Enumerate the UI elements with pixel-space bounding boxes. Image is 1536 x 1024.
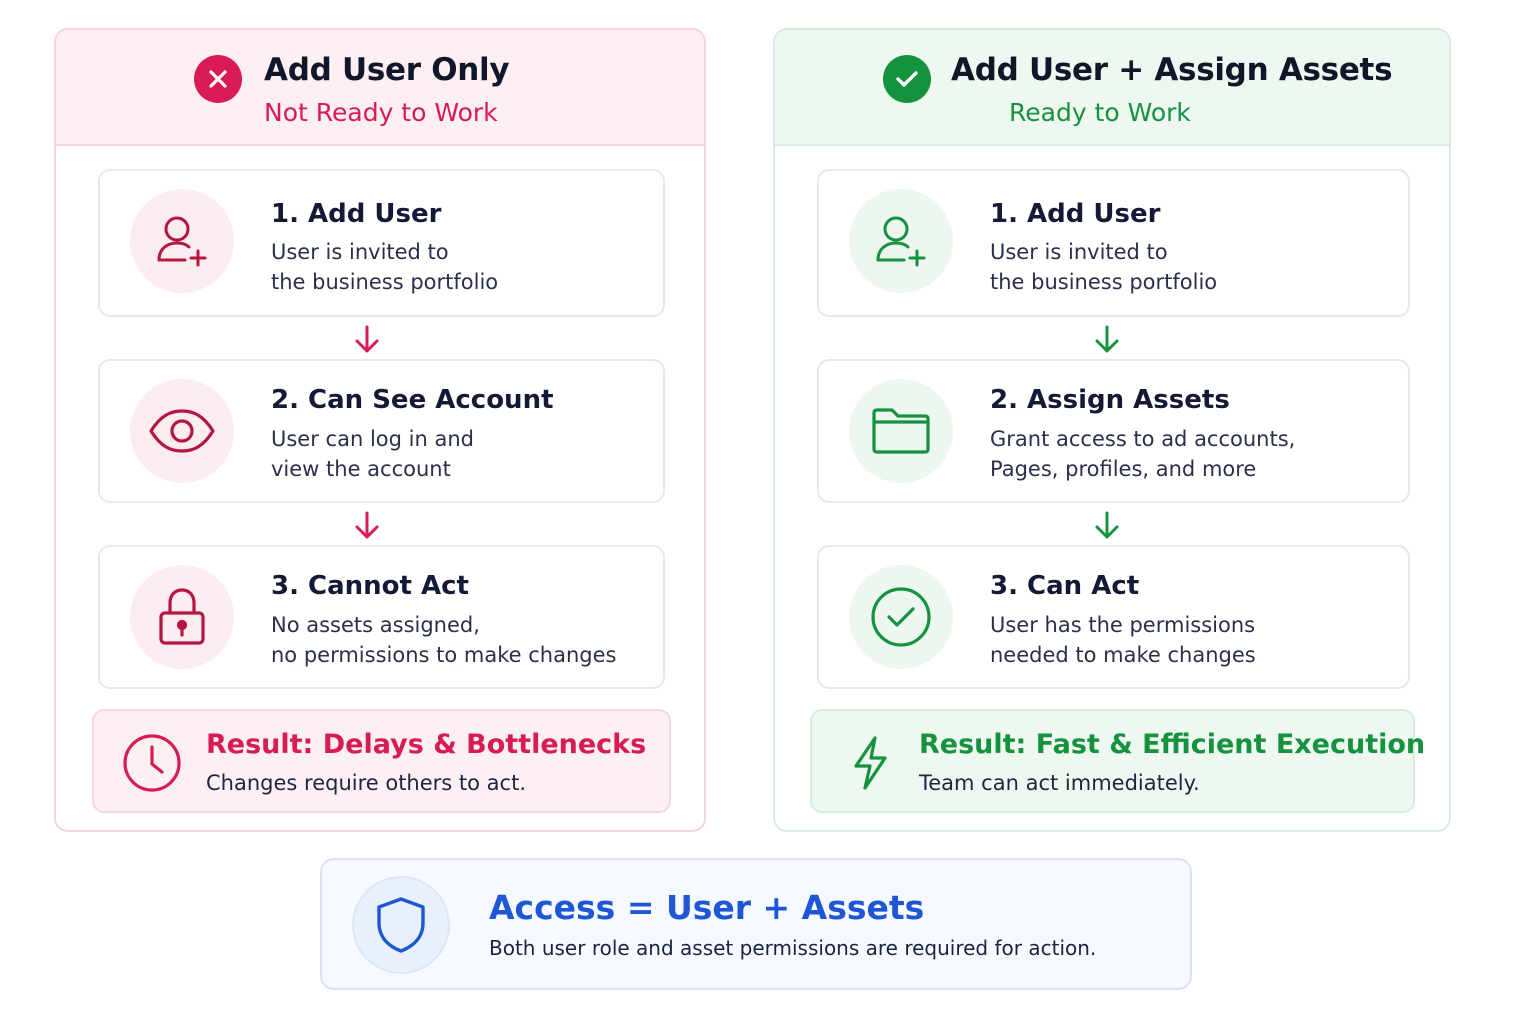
step-card: 3. Can Act User has the permissions need…: [817, 545, 1410, 689]
shield-icon: [352, 876, 450, 974]
panel-add-user-only: Add User Only Not Ready to Work 1. Add U…: [54, 28, 706, 832]
result-box: Result: Delays & Bottlenecks Changes req…: [92, 709, 671, 813]
arrow-down-icon: [1095, 325, 1119, 353]
panel-title: Add User Only: [264, 52, 510, 88]
step-title: 3. Can Act: [990, 571, 1140, 601]
step-description: Grant access to ad accounts, Pages, prof…: [990, 427, 1296, 481]
panel-subtitle: Ready to Work: [1009, 98, 1191, 127]
result-title: Result: Fast & Efficient Execution: [919, 729, 1426, 760]
step-card: 2. Assign Assets Grant access to ad acco…: [817, 359, 1410, 503]
step-card: 1. Add User User is invited to the busin…: [817, 169, 1410, 317]
check-circle-icon: [849, 565, 953, 669]
panel-title: Add User + Assign Assets: [951, 52, 1393, 88]
step-description: User can log in and view the account: [271, 427, 474, 481]
check-circle-icon: [883, 55, 931, 103]
step-title: 2. Assign Assets: [990, 385, 1230, 415]
panel-header: Add User + Assign Assets Ready to Work: [775, 30, 1449, 146]
arrow-down-icon: [1095, 511, 1119, 539]
step-description: No assets assigned, no permissions to ma…: [271, 613, 617, 667]
folder-icon: [849, 379, 953, 483]
panel-add-user-assign-assets: Add User + Assign Assets Ready to Work 1…: [773, 28, 1451, 832]
clock-icon: [120, 731, 184, 795]
result-description: Changes require others to act.: [206, 771, 526, 795]
panel-header: Add User Only Not Ready to Work: [56, 30, 704, 146]
result-box: Result: Fast & Efficient Execution Team …: [810, 709, 1425, 813]
panel-subtitle: Not Ready to Work: [264, 98, 498, 127]
summary-box: Access = User + Assets Both user role an…: [320, 858, 1192, 990]
step-card: 1. Add User User is invited to the busin…: [98, 169, 665, 317]
step-title: 1. Add User: [271, 199, 442, 229]
arrow-down-icon: [355, 511, 379, 539]
step-card: 3. Cannot Act No assets assigned, no per…: [98, 545, 665, 689]
summary-title: Access = User + Assets: [489, 888, 925, 927]
add-user-icon: [130, 189, 234, 293]
step-title: 3. Cannot Act: [271, 571, 469, 601]
result-description: Team can act immediately.: [919, 771, 1200, 795]
step-description: User is invited to the business portfoli…: [990, 240, 1218, 294]
arrow-down-icon: [355, 325, 379, 353]
x-circle-icon: [194, 55, 242, 103]
summary-description: Both user role and asset permissions are…: [489, 936, 1097, 960]
step-title: 1. Add User: [990, 199, 1161, 229]
eye-icon: [130, 379, 234, 483]
result-title: Result: Delays & Bottlenecks: [206, 729, 647, 760]
lock-icon: [130, 565, 234, 669]
add-user-icon: [849, 189, 953, 293]
step-title: 2. Can See Account: [271, 385, 554, 415]
step-description: User has the permissions needed to make …: [990, 613, 1256, 667]
step-description: User is invited to the business portfoli…: [271, 240, 499, 294]
step-card: 2. Can See Account User can log in and v…: [98, 359, 665, 503]
lightning-icon: [838, 731, 902, 795]
